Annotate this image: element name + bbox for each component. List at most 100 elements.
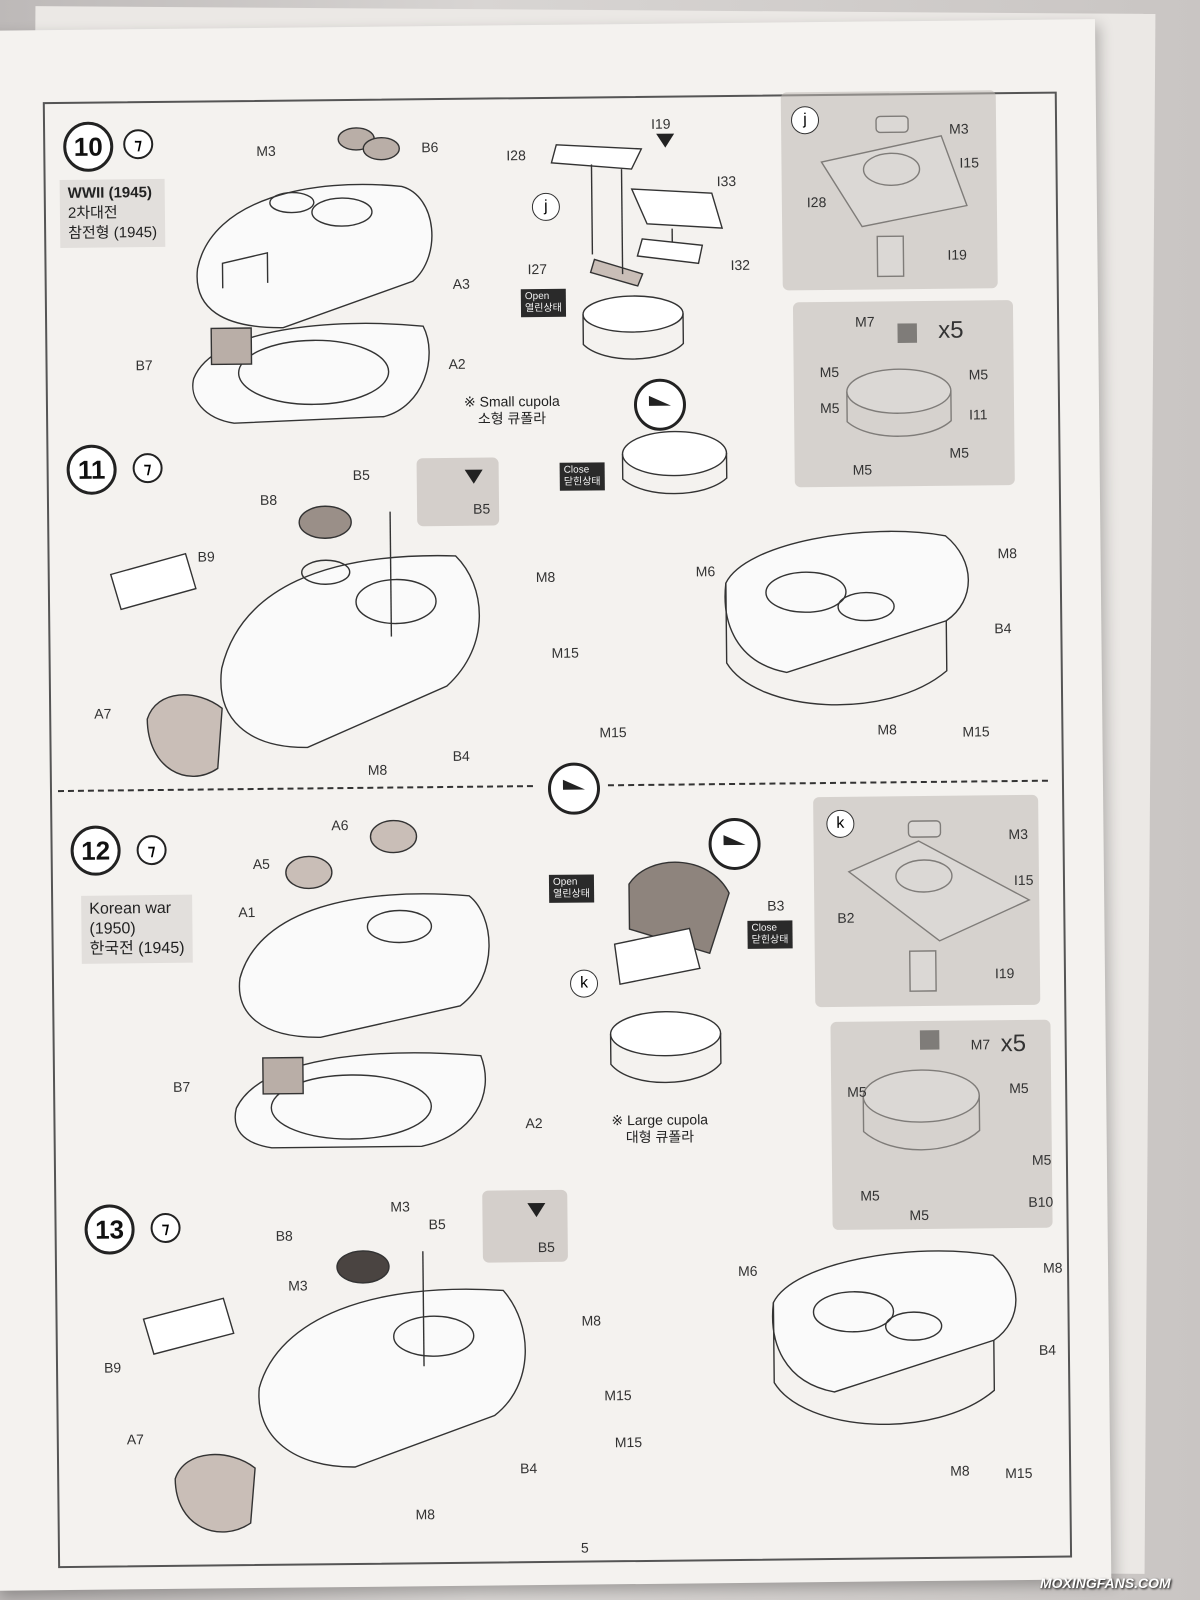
part-label: M5 xyxy=(949,444,970,461)
part-label: M7 xyxy=(855,313,875,330)
flip-view-icon xyxy=(547,762,601,815)
sprue-triangle-icon xyxy=(656,133,675,148)
glue-icon: ⁊ xyxy=(123,129,154,160)
part-label: I15 xyxy=(959,154,980,171)
part-label: M8 xyxy=(367,761,388,778)
part-label: M5 xyxy=(1031,1151,1052,1168)
part-label: M5 xyxy=(819,399,840,417)
part-label: I27 xyxy=(527,260,548,278)
part-label: M3 xyxy=(1008,825,1029,843)
part-label: I32 xyxy=(730,256,751,273)
part-label: M15 xyxy=(962,723,990,740)
part-label: I28 xyxy=(806,193,827,211)
quantity-label: x5 xyxy=(1000,1029,1027,1058)
subassembly-k-marker: k xyxy=(569,969,599,998)
part-label: M6 xyxy=(737,1262,758,1279)
part-label: M5 xyxy=(909,1206,930,1224)
part-label: B10 xyxy=(1028,1193,1054,1210)
variant-line: Korean war xyxy=(89,899,172,918)
part-label: A7 xyxy=(94,705,112,722)
part-label: I19 xyxy=(650,115,671,132)
part-label: M5 xyxy=(847,1083,867,1100)
part-label: M5 xyxy=(819,363,840,381)
part-label: A3 xyxy=(452,275,470,292)
part-label: B7 xyxy=(135,357,153,374)
watermark: MOXINGFANS.COM xyxy=(1040,1575,1171,1591)
part-label: B5 xyxy=(472,500,491,517)
detail-j-marker: j xyxy=(790,106,820,135)
part-label: M8 xyxy=(1042,1259,1063,1276)
part-label: M8 xyxy=(415,1506,436,1523)
part-label: B9 xyxy=(197,548,215,565)
part-label: I15 xyxy=(1013,871,1034,889)
detail-m7-box xyxy=(792,300,1015,488)
part-label: M5 xyxy=(1009,1079,1029,1097)
part-label: M3 xyxy=(288,1277,308,1294)
part-label: M3 xyxy=(256,142,276,159)
variant-line: 한국전 (1945) xyxy=(89,939,185,958)
variant-line: 2차대전 xyxy=(67,204,118,222)
part-label: B4 xyxy=(994,620,1012,637)
detail-b5-box xyxy=(482,1189,568,1263)
part-label: I33 xyxy=(716,172,737,190)
part-label: M8 xyxy=(997,545,1018,562)
step-10-number: 10 xyxy=(62,121,114,172)
part-label: B9 xyxy=(103,1359,122,1376)
part-label: B6 xyxy=(421,139,439,156)
part-label: B5 xyxy=(428,1216,446,1233)
part-label: M15 xyxy=(604,1387,632,1404)
part-label: B7 xyxy=(173,1078,191,1095)
step-12-number: 12 xyxy=(70,825,121,876)
variant-line: 참전형 (1945) xyxy=(68,223,158,242)
part-label: B4 xyxy=(452,747,470,764)
part-label: M15 xyxy=(551,644,579,661)
part-label: M15 xyxy=(614,1433,643,1451)
part-label: B2 xyxy=(837,909,855,926)
step-13-number: 13 xyxy=(84,1204,135,1255)
part-label: M5 xyxy=(852,461,873,478)
glue-icon: ⁊ xyxy=(136,834,167,866)
part-label: A5 xyxy=(252,855,270,873)
part-label: M8 xyxy=(535,568,556,586)
part-label: B8 xyxy=(275,1227,293,1244)
part-label: M3 xyxy=(949,120,969,137)
part-label: I28 xyxy=(506,147,526,164)
detail-k-marker: k xyxy=(826,809,855,839)
part-label: I19 xyxy=(947,246,967,263)
flip-view-icon xyxy=(633,378,687,432)
variant-line: WWII (1945) xyxy=(67,184,153,202)
part-label: M15 xyxy=(599,724,627,741)
part-label: B5 xyxy=(352,466,370,483)
sprue-triangle-icon xyxy=(464,469,483,484)
part-label: A6 xyxy=(331,817,349,834)
step-10-variant-note: WWII (1945) 2차대전 참전형 (1945) xyxy=(59,178,166,249)
part-label: M5 xyxy=(968,366,989,383)
step-11-number: 11 xyxy=(66,444,117,495)
part-label: B4 xyxy=(1038,1341,1057,1358)
part-label: A1 xyxy=(238,904,256,921)
subassembly-j-marker: j xyxy=(531,192,561,222)
part-label: M8 xyxy=(877,721,897,738)
part-label: A2 xyxy=(448,355,466,372)
sprue-triangle-icon xyxy=(527,1202,546,1218)
part-label: B5 xyxy=(537,1238,556,1256)
part-label: A2 xyxy=(525,1115,543,1132)
part-label: M5 xyxy=(860,1187,880,1204)
quantity-label: x5 xyxy=(938,316,964,344)
step-12-variant-note: Korean war (1950) 한국전 (1945) xyxy=(81,894,193,964)
part-label: B8 xyxy=(259,491,278,508)
part-label: M6 xyxy=(695,563,716,580)
glue-icon: ⁊ xyxy=(132,452,163,484)
part-label: M8 xyxy=(581,1312,602,1329)
instruction-page: 10 ⁊ WWII (1945) 2차대전 참전형 (1945) M3 B6 A… xyxy=(0,19,1112,1591)
part-label: I19 xyxy=(994,965,1015,982)
part-label: I11 xyxy=(969,406,988,423)
variant-line: (1950) xyxy=(89,920,136,938)
flip-view-icon xyxy=(708,817,761,871)
